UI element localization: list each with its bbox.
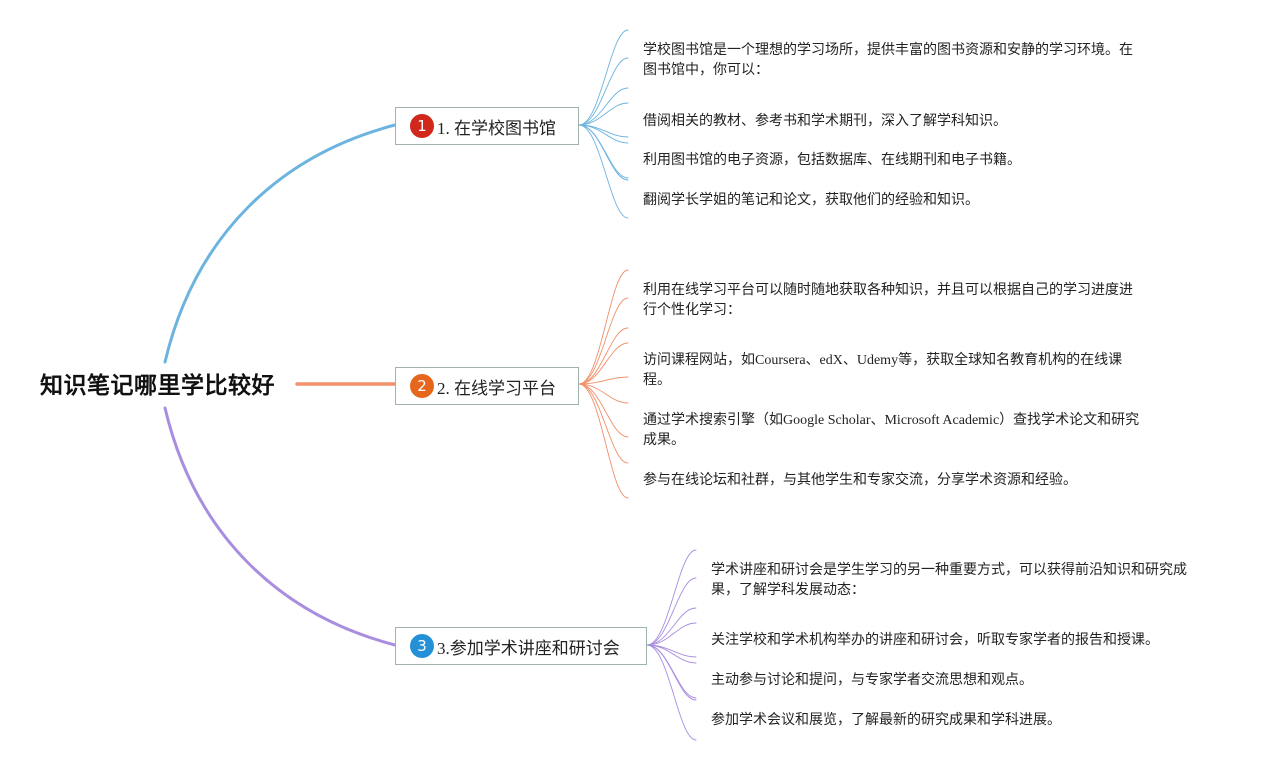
leaf-connector-3-1 xyxy=(646,549,697,646)
leaf-connector-2-8 xyxy=(578,383,629,464)
number-badge-3-icon: 3 xyxy=(410,634,434,658)
leaf-library-borrow[interactable]: 借阅相关的教材、参考书和学术期刊，深入了解学科知识。 xyxy=(643,114,1007,129)
leaf-connector-3-9 xyxy=(646,644,697,741)
leaf-connector-3-4 xyxy=(646,622,697,646)
leaf-connector-1-4 xyxy=(578,102,629,126)
leaf-online-intro[interactable]: 利用在线学习平台可以随时随地获取各种知识，并且可以根据自己的学习进度进行个性化学… xyxy=(643,283,1133,318)
leaf-lectures-intro[interactable]: 学术讲座和研讨会是学生学习的另一种重要方式，可以获得前沿知识和研究成果，了解学科… xyxy=(711,563,1187,598)
leaf-connector-1-8 xyxy=(578,124,629,181)
leaf-connector-1-9 xyxy=(578,124,629,219)
leaf-connector-1-3 xyxy=(578,87,629,126)
branch-label: 1. 在学校图书馆 xyxy=(437,118,556,138)
root-connector-3 xyxy=(163,406,397,647)
leaf-library-intro[interactable]: 学校图书馆是一个理想的学习场所，提供丰富的图书资源和安静的学习环境。在图书馆中，… xyxy=(643,43,1133,78)
number-badge-2-icon: 2 xyxy=(410,374,434,398)
leaf-connector-2-2 xyxy=(578,297,629,385)
leaf-online-courses[interactable]: 访问课程网站，如Coursera、edX、Udemy等，获取全球知名教育机构的在… xyxy=(643,353,1123,388)
root-topic[interactable]: 知识笔记哪里学比较好 xyxy=(40,373,275,399)
leaf-connector-2-5 xyxy=(578,376,629,385)
leaf-connector-2-4 xyxy=(578,342,629,385)
branch-library[interactable]: 1 1. 在学校图书馆 xyxy=(395,107,579,145)
leaf-connector-1-2 xyxy=(578,57,629,126)
leaf-online-forums[interactable]: 参与在线论坛和社群，与其他学生和专家交流，分享学术资源和经验。 xyxy=(643,473,1077,488)
leaf-connector-3-3 xyxy=(646,607,697,646)
branch-label: 3.参加学术讲座和研讨会 xyxy=(437,638,620,658)
leaf-lectures-discuss[interactable]: 主动参与讨论和提问，与专家学者交流思想和观点。 xyxy=(711,673,1033,688)
leaf-connector-1-1 xyxy=(578,29,629,126)
leaf-connector-2-7 xyxy=(578,383,629,438)
branch-lectures-seminars[interactable]: 3 3.参加学术讲座和研讨会 xyxy=(395,627,647,665)
leaf-connector-2-1 xyxy=(578,269,629,385)
number-badge-1-icon: 1 xyxy=(410,114,434,138)
leaf-connector-2-9 xyxy=(578,383,629,499)
leaf-connector-2-3 xyxy=(578,327,629,385)
leaf-lectures-conferences[interactable]: 参加学术会议和展览，了解最新的研究成果和学科进展。 xyxy=(711,713,1061,728)
branch-online-platform[interactable]: 2 2. 在线学习平台 xyxy=(395,367,579,405)
leaf-library-notes[interactable]: 翻阅学长学姐的笔记和论文，获取他们的经验和知识。 xyxy=(643,193,979,208)
leaf-lectures-attend[interactable]: 关注学校和学术机构举办的讲座和研讨会，听取专家学者的报告和授课。 xyxy=(711,633,1159,648)
leaf-connector-3-6 xyxy=(646,644,697,664)
branch-label: 2. 在线学习平台 xyxy=(437,378,556,398)
leaf-connector-3-8 xyxy=(646,644,697,701)
leaf-library-eresources[interactable]: 利用图书馆的电子资源，包括数据库、在线期刊和电子书籍。 xyxy=(643,153,1021,168)
leaf-connector-3-2 xyxy=(646,577,697,646)
root-connector-1 xyxy=(163,123,397,364)
leaf-online-search[interactable]: 通过学术搜索引擎（如Google Scholar、Microsoft Acade… xyxy=(643,413,1140,448)
leaf-connector-1-6 xyxy=(578,124,629,144)
